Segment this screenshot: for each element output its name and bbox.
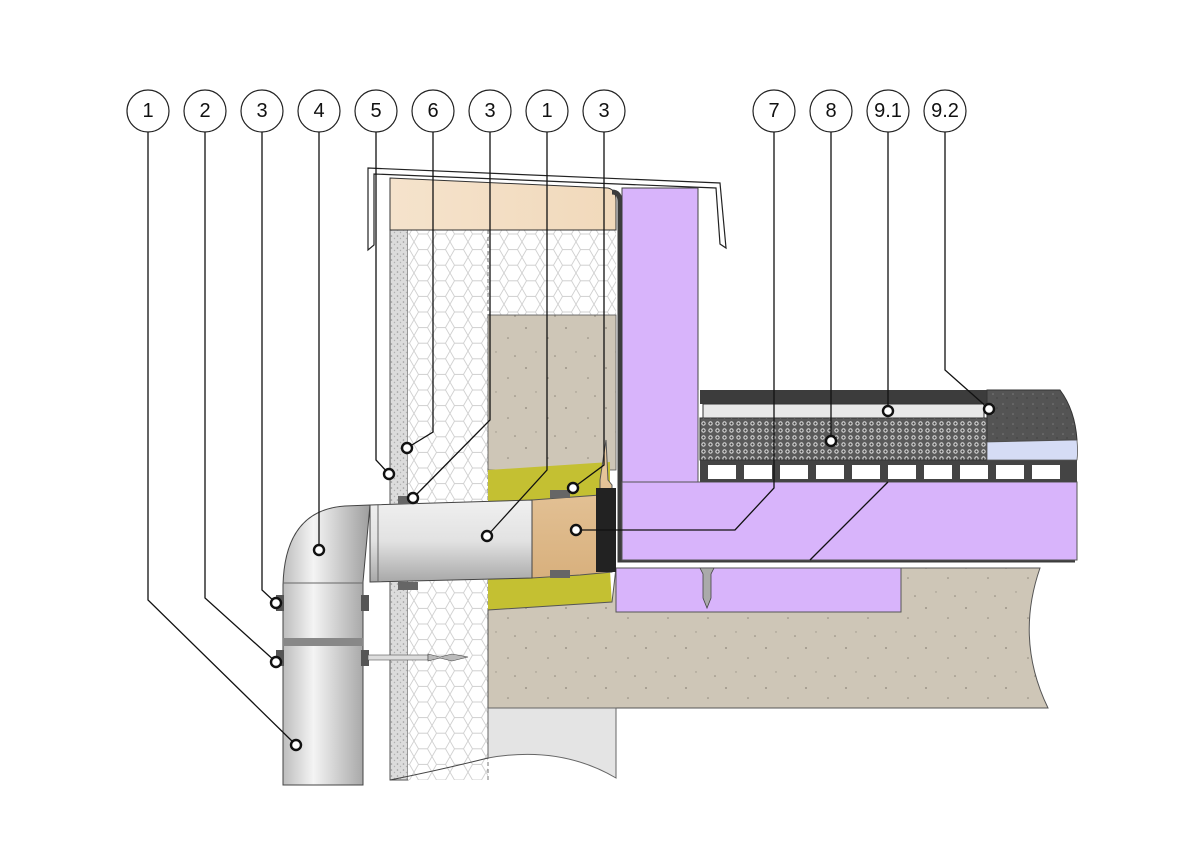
callout-label: 9.1 [874,100,902,122]
wall-section [389,177,1049,781]
pipe-clamp-band [283,638,363,646]
gravel-layer [699,417,988,461]
waterproof-membrane [611,189,1075,563]
leader-lines [147,132,990,746]
callout-2: 2 [183,89,227,133]
callout-5: 5 [354,89,398,133]
timber-beam [389,177,617,231]
insulation-fastener [699,567,715,610]
callout-4: 4 [297,89,341,133]
callout-3: 3 [240,89,284,133]
callout-label: 7 [768,100,779,122]
callout-label: 9.2 [931,100,959,122]
insulation-board-inner [488,230,616,315]
mineral-wool-bottom [488,570,612,610]
callout-1b: 1 [525,89,569,133]
callout-1: 1 [126,89,170,133]
callout-label: 5 [370,100,381,122]
bedding-layer [986,439,1078,461]
callout-6: 6 [411,89,455,133]
callout-3b: 3 [468,89,512,133]
callout-3c: 3 [582,89,626,133]
callout-label: 1 [142,100,153,122]
callout-label: 8 [825,100,836,122]
callout-label: 6 [427,100,438,122]
callout-label: 4 [313,100,324,122]
insulation-below [615,567,902,613]
stone-paving [986,389,1078,443]
callout-label: 3 [598,100,609,122]
metal-coping [367,167,727,252]
concrete-wall [487,314,617,471]
callout-label: 3 [256,100,267,122]
upstand-insulation [621,187,699,483]
paving-top [700,390,987,404]
callout-7: 7 [752,89,796,133]
mineral-wool-top [488,462,610,505]
edge-profile [702,403,985,419]
lower-masonry [487,707,617,779]
callout-9-1: 9.1 [866,89,910,133]
callout-9-2: 9.2 [923,89,967,133]
leader-markers [269,402,996,752]
callout-label: 2 [199,100,210,122]
horizontal-pipe [369,499,533,583]
callout-label: 1 [541,100,552,122]
callout-label: 3 [484,100,495,122]
callout-8: 8 [809,89,853,133]
roof-build-up [611,187,1078,613]
anchor-screw [367,654,429,661]
